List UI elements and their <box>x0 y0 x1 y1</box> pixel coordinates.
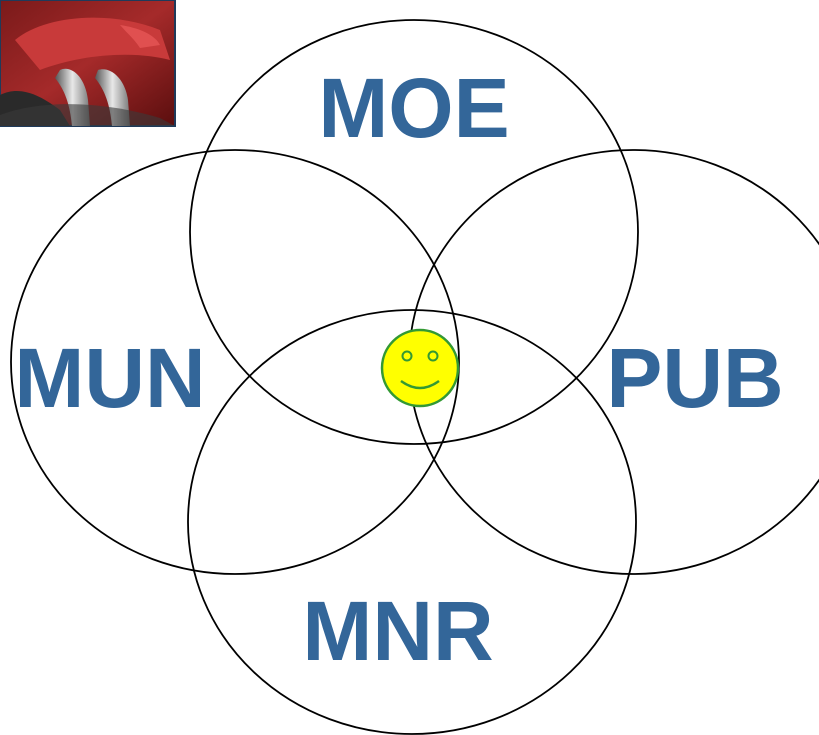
set-label-mun: MUN <box>14 331 205 425</box>
smiley-face-icon <box>380 328 460 408</box>
corner-photo <box>0 0 176 127</box>
set-circle-mnr <box>187 309 637 735</box>
set-label-mnr: MNR <box>302 584 493 678</box>
set-circle-mun <box>10 149 460 575</box>
set-label-pub: PUB <box>606 331 783 425</box>
set-circle-moe <box>189 19 639 445</box>
set-label-moe: MOE <box>318 61 509 155</box>
venn-labels: MOE MUN PUB MNR <box>14 61 783 678</box>
